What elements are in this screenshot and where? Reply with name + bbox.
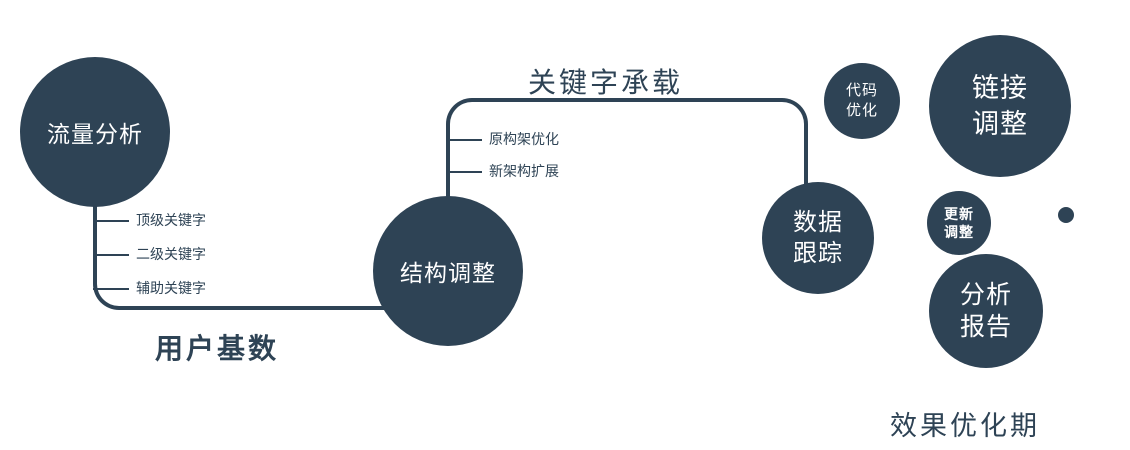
node-analysis-report-line1: 分析: [959, 280, 1012, 309]
node-traffic-analysis: 流量分析: [20, 57, 170, 207]
edge-label-user-base: 用户基数: [155, 333, 280, 364]
connector-structure-to-tracking: [446, 98, 808, 198]
node-code-optimize-line1: 代码: [845, 81, 878, 99]
node-structure-adjust: 结构调整: [373, 196, 523, 346]
node-traffic-analysis-label: 流量分析: [47, 121, 143, 147]
node-dot: [1058, 207, 1074, 223]
node-analysis-report-line2: 报告: [959, 313, 1012, 341]
footer-label-effect-period: 效果优化期: [890, 411, 1040, 441]
node-code-optimize: 代码 优化: [824, 63, 900, 139]
branch-label-aux-keyword: 辅助关键字: [136, 280, 206, 296]
node-analysis-report: 分析 报告: [929, 254, 1043, 368]
branch-label-orig-arch: 原构架优化: [489, 131, 559, 147]
tick-structure-branch-1: [446, 139, 482, 141]
node-data-tracking-line1: 数据: [793, 208, 843, 236]
node-link-adjust-line2: 调整: [972, 109, 1028, 139]
node-update-adjust-line2: 调整: [944, 224, 974, 240]
node-link-adjust-line1: 链接: [972, 72, 1028, 103]
node-update-adjust-line1: 更新: [944, 205, 974, 222]
branch-label-new-arch: 新架构扩展: [489, 163, 559, 179]
node-code-optimize-line2: 优化: [845, 102, 878, 119]
node-link-adjust: 链接 调整: [929, 35, 1071, 177]
branch-label-second-keyword: 二级关键字: [136, 246, 206, 262]
node-structure-adjust-label: 结构调整: [400, 260, 496, 286]
tick-traffic-branch-2: [93, 254, 129, 256]
tick-traffic-branch-1: [93, 220, 129, 222]
tick-structure-branch-2: [446, 171, 482, 173]
connector-traffic-to-structure: [93, 195, 450, 310]
tick-traffic-branch-3: [93, 288, 129, 290]
node-data-tracking: 数据 跟踪: [762, 182, 874, 294]
edge-label-keyword-carry: 关键字承载: [528, 67, 684, 98]
node-update-adjust: 更新 调整: [927, 191, 991, 255]
branch-label-top-keyword: 顶级关键字: [136, 212, 206, 228]
node-data-tracking-line2: 跟踪: [793, 240, 843, 267]
